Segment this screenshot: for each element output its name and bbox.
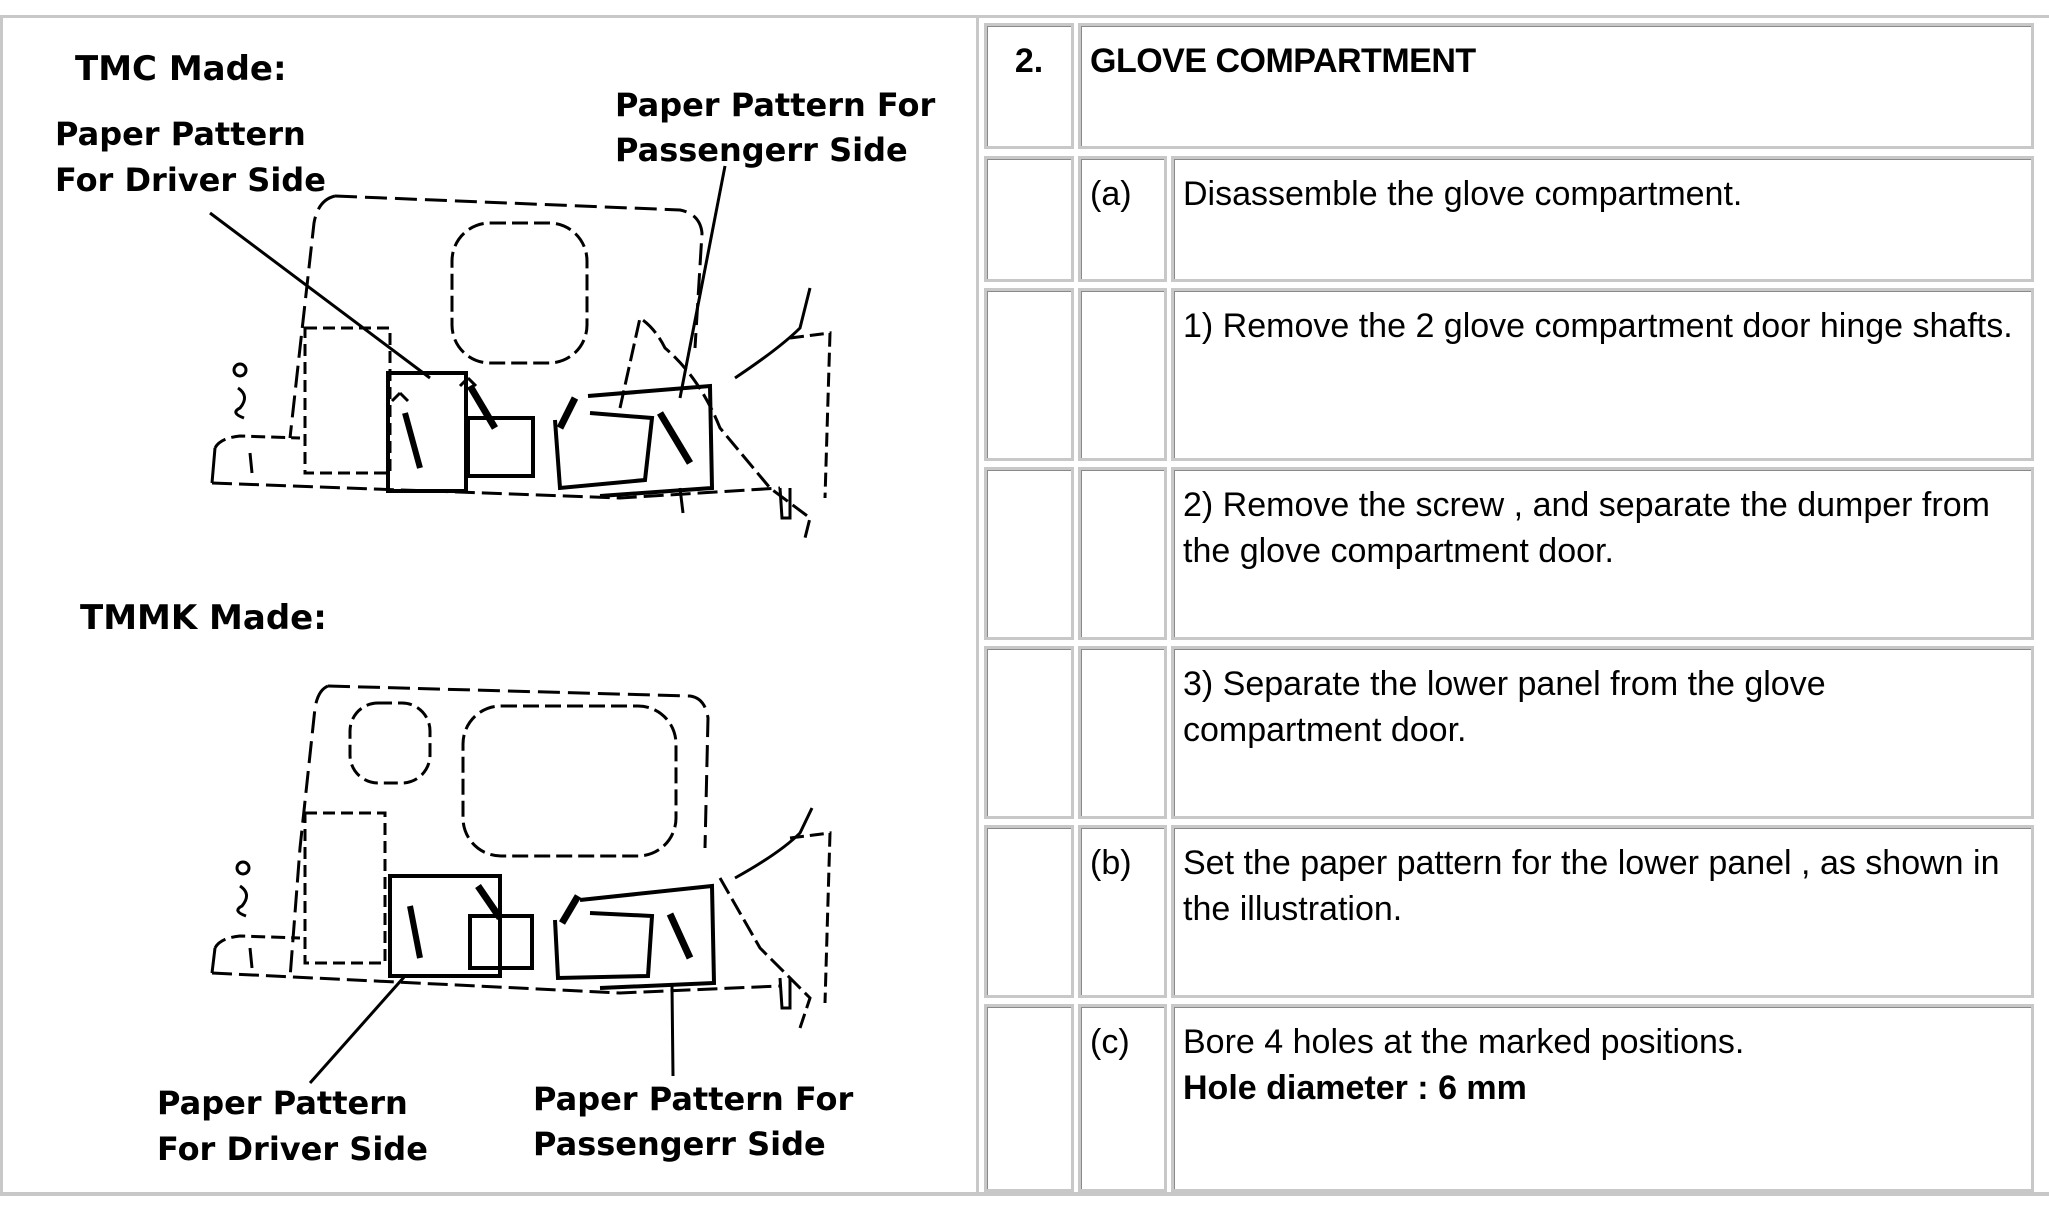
row-b-text-cell: Set the paper pattern for the lower pane… xyxy=(1171,825,2034,998)
section-title-cell: GLOVE COMPARTMENT xyxy=(1078,23,2034,149)
tmmk-passenger-label-line2: Passengerr Side xyxy=(533,1125,826,1163)
row-c-label-cell: (c) xyxy=(1078,1004,1167,1192)
row-2-text-cell: 2) Remove the screw , and separate the d… xyxy=(1171,467,2034,640)
row-b-label: (b) xyxy=(1090,844,1132,882)
tmmk-heading: TMMK Made: xyxy=(80,598,327,638)
tmmk-passenger-label-line1: Paper Pattern For xyxy=(533,1080,853,1118)
row-2-spacer-cell xyxy=(984,467,1074,640)
tmc-dash-diagram xyxy=(209,165,832,539)
tmc-passenger-label-line2: Passengerr Side xyxy=(615,131,908,169)
row-c-text: Bore 4 holes at the marked positions. xyxy=(1183,1023,1745,1061)
row-2-label-cell xyxy=(1078,467,1167,640)
row-c-content: Bore 4 holes at the marked positions. Ho… xyxy=(1183,1019,2021,1111)
illustration-panel: TMC Made: Paper Pattern For Driver Side … xyxy=(55,49,935,1168)
row-a-spacer-cell xyxy=(984,156,1074,282)
tmc-heading: TMC Made: xyxy=(75,49,287,89)
frame-column-divider xyxy=(976,15,979,1196)
row-1-spacer-cell xyxy=(984,288,1074,461)
tmmk-driver-label-line2: For Driver Side xyxy=(157,1130,428,1168)
tmc-driver-label-line1: Paper Pattern xyxy=(55,115,306,153)
row-a-label: (a) xyxy=(1090,175,1132,213)
row-1-text: 1) Remove the 2 glove compartment door h… xyxy=(1183,307,2013,345)
step-number-cell: 2. xyxy=(984,23,1074,149)
row-a-text: Disassemble the glove compartment. xyxy=(1183,175,1743,213)
row-c-spacer-cell xyxy=(984,1004,1074,1192)
row-c-label: (c) xyxy=(1090,1023,1130,1061)
row-3-text-cell: 3) Separate the lower panel from the glo… xyxy=(1171,646,2034,819)
tmc-passenger-label-line1: Paper Pattern For xyxy=(615,86,935,124)
row-3-text: 3) Separate the lower panel from the glo… xyxy=(1183,665,1826,749)
row-b-label-cell: (b) xyxy=(1078,825,1167,998)
frame-left-border xyxy=(0,15,3,1196)
row-3-spacer-cell xyxy=(984,646,1074,819)
row-3-label-cell xyxy=(1078,646,1167,819)
row-1-label-cell xyxy=(1078,288,1167,461)
tmc-driver-label-line2: For Driver Side xyxy=(55,161,326,199)
section-title: GLOVE COMPARTMENT xyxy=(1090,42,1476,80)
row-c-text-cell: Bore 4 holes at the marked positions. Ho… xyxy=(1171,1004,2034,1192)
row-a-label-cell: (a) xyxy=(1078,156,1167,282)
row-a-text-cell: Disassemble the glove compartment. xyxy=(1171,156,2034,282)
step-number: 2. xyxy=(1014,42,1044,80)
row-1-text-cell: 1) Remove the 2 glove compartment door h… xyxy=(1171,288,2034,461)
frame-top-border xyxy=(0,15,2049,18)
tmmk-dash-diagram xyxy=(210,684,832,1084)
hole-diameter-note: Hole diameter : 6 mm xyxy=(1183,1069,1527,1107)
tmmk-driver-label-line1: Paper Pattern xyxy=(157,1084,408,1122)
row-2-text: 2) Remove the screw , and separate the d… xyxy=(1183,486,1990,570)
row-b-spacer-cell xyxy=(984,825,1074,998)
frame-bottom-border xyxy=(0,1192,2049,1196)
row-b-text: Set the paper pattern for the lower pane… xyxy=(1183,844,2000,928)
